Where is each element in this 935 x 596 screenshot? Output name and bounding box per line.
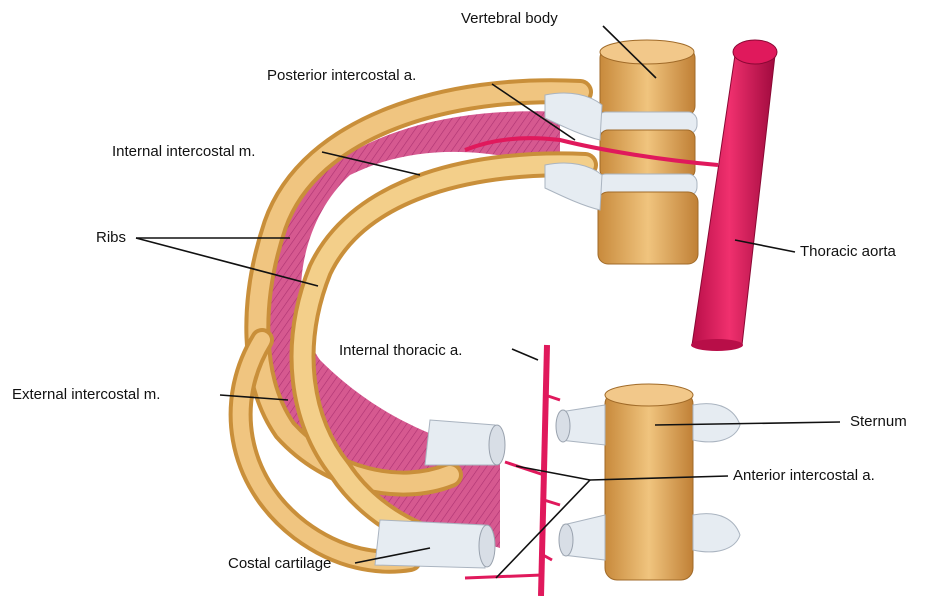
label-costal-cartilage: Costal cartilage: [228, 555, 331, 573]
label-anterior-intercostal-artery: Anterior intercostal a.: [733, 467, 875, 485]
label-internal-intercostal-muscle: Internal intercostal m.: [112, 143, 255, 161]
costal-cartilage-upper: [425, 420, 505, 465]
label-vertebral-body: Vertebral body: [461, 10, 558, 28]
label-ribs: Ribs: [96, 229, 126, 247]
label-external-intercostal-muscle: External intercostal m.: [12, 386, 160, 404]
label-posterior-intercostal-artery: Posterior intercostal a.: [267, 67, 416, 85]
label-internal-thoracic-artery: Internal thoracic a.: [339, 342, 462, 360]
thoracic-aorta: [691, 40, 777, 351]
sternum: [556, 384, 740, 580]
costal-cartilage-lower: [375, 520, 495, 568]
label-sternum: Sternum: [850, 413, 907, 431]
label-thoracic-aorta: Thoracic aorta: [800, 243, 896, 261]
